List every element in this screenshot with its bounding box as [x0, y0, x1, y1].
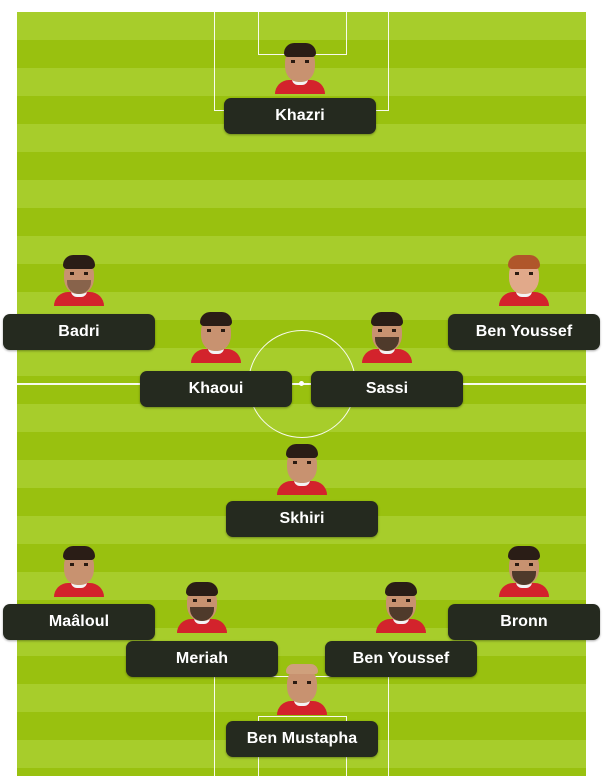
- player-name: Maâloul: [3, 604, 155, 640]
- player-name: Badri: [3, 314, 155, 350]
- player-photo: [50, 543, 108, 597]
- football-pitch: [17, 12, 586, 776]
- player-name: Ben Youssef: [448, 314, 600, 350]
- player-photo: [358, 309, 416, 363]
- player-photo: [273, 661, 331, 715]
- player-name: Khaoui: [140, 371, 292, 407]
- player-photo: [495, 252, 553, 306]
- player-name: Ben Mustapha: [226, 721, 378, 757]
- player-name: Ben Youssef: [325, 641, 477, 677]
- player-name: Bronn: [448, 604, 600, 640]
- player-photo: [187, 309, 245, 363]
- player-photo: [495, 543, 553, 597]
- player-photo: [173, 579, 231, 633]
- center-spot: [299, 381, 304, 386]
- player-name: Skhiri: [226, 501, 378, 537]
- player-photo: [273, 441, 331, 495]
- player-photo: [50, 252, 108, 306]
- player-name: Khazri: [224, 98, 376, 134]
- player-name: Meriah: [126, 641, 278, 677]
- player-name: Sassi: [311, 371, 463, 407]
- player-photo: [372, 579, 430, 633]
- player-photo: [271, 40, 329, 94]
